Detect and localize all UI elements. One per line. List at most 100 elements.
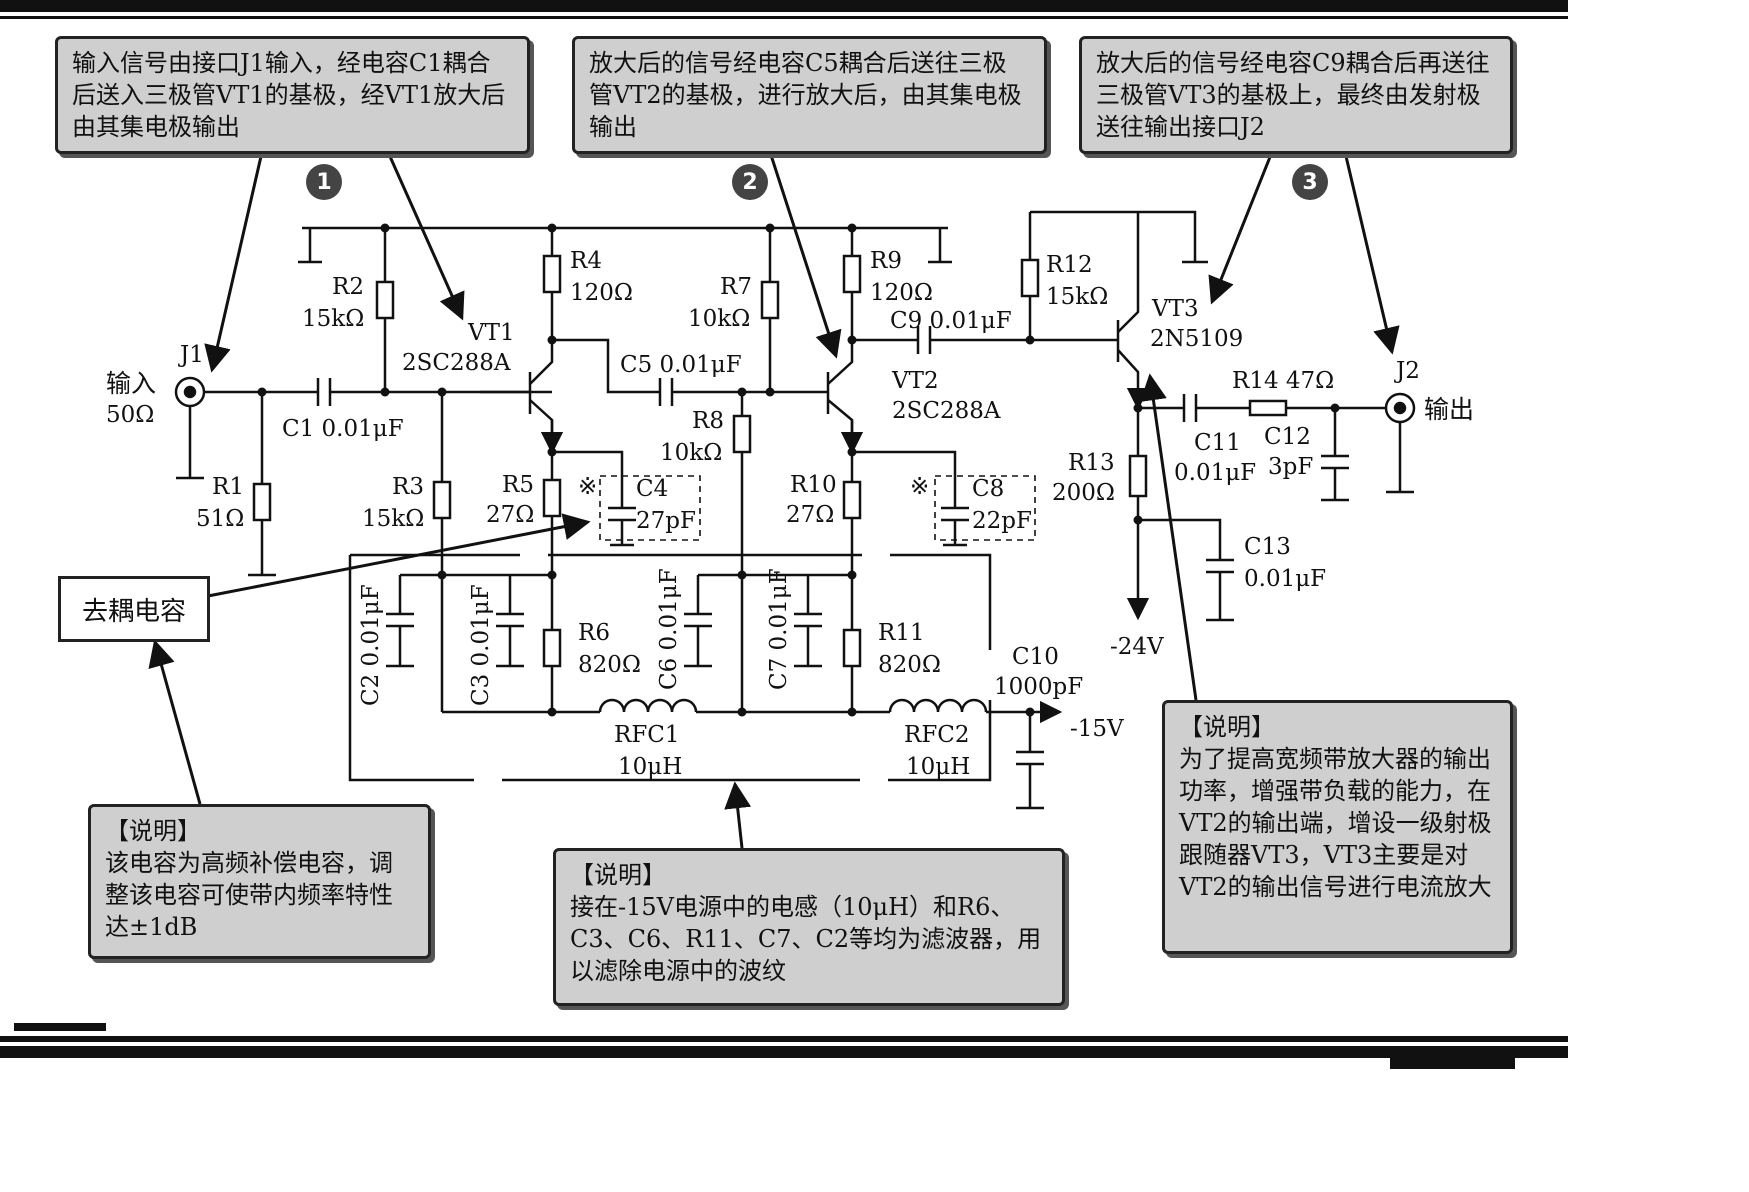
label-c8-mark: ※ [910,474,929,500]
label-c8: C8 [972,476,1004,502]
label-j2-output: 输出 [1424,395,1474,424]
label-c4: C4 [636,476,668,502]
label-r5-value: 27Ω [486,502,534,528]
resistor-r8 [732,392,752,712]
bottom-right-block [1390,1050,1515,1069]
label-c13: C13 [1244,534,1291,560]
component-labels: J1 输入 50Ω C1 0.01μF R1 51Ω R2 15kΩ R3 15… [106,248,1474,780]
transistor-vt3 [1116,212,1150,411]
callout-stage3-text: 放大后的信号经电容C9耦合后再送往三极管VT3的基极上，最终由发射极送往输出接口… [1096,49,1490,141]
callout-stage1-text: 输入信号由接口J1输入，经电容C1耦合后送入三极管VT1的基极，经VT1放大后由… [72,49,506,141]
label-c4-value: 27pF [636,508,696,534]
label-c11: C11 [1194,430,1241,456]
label-r2-value: 15kΩ [302,306,364,332]
label-r6: R6 [578,620,610,646]
callout-arrows [148,151,1400,849]
label-c5: C5 0.01μF [620,352,742,378]
capacitor-c8 [852,450,1036,547]
label-r9-value: 120Ω [870,280,933,306]
label-v15: -15V [1070,716,1124,742]
label-rfc1: RFC1 [614,722,680,748]
label-r11: R11 [878,620,925,646]
step-badge-2: 2 [732,164,768,200]
label-c12-value: 3pF [1268,454,1313,480]
junction-dots [257,223,1340,717]
circuit-schematic: J1 输入 50Ω C1 0.01μF R1 51Ω R2 15kΩ R3 15… [106,151,1474,849]
step-badge-3: 3 [1292,164,1328,200]
label-r3: R3 [392,474,424,500]
label-r12-value: 15kΩ [1046,284,1108,310]
label-r13-value: 200Ω [1052,480,1115,506]
callout-stage1: 输入信号由接口J1输入，经电容C1耦合后送入三极管VT1的基极，经VT1放大后由… [55,36,530,154]
label-v24: -24V [1110,634,1164,660]
label-c9: C9 0.01μF [890,308,1012,334]
capacitor-c13 [1138,518,1234,622]
label-r10: R10 [790,472,837,498]
note-compensation: 【说明】 该电容为高频补偿电容，调整该电容可使带内频率特性达±1dB [88,804,431,959]
label-r8-value: 10kΩ [660,440,722,466]
resistor-r14 [1248,399,1386,417]
label-vt2: VT2 [891,368,939,394]
note-filter-title: 【说明】 [570,861,666,889]
label-r6-value: 820Ω [578,652,641,678]
label-r2: R2 [332,274,364,300]
label-r8: R8 [692,408,724,434]
capacitor-c9 [916,326,1118,354]
label-c2: C2 0.01μF [358,584,384,706]
bottom-short-bar [14,1023,106,1031]
label-r14: R14 47Ω [1232,368,1334,394]
step-badge-1: 1 [306,164,342,200]
capacitor-c11 [1138,394,1250,422]
label-r1-value: 51Ω [196,506,244,532]
label-c7: C7 0.01μF [766,568,792,690]
resistor-r1 [248,392,276,577]
resistor-r13 [1126,408,1150,621]
capacitor-c4 [552,450,701,547]
label-c8-value: 22pF [972,508,1032,534]
resistor-r7 [760,228,780,392]
note-compensation-text: 该电容为高频补偿电容，调整该电容可使带内频率特性达±1dB [105,849,393,941]
note-emitter-follower: 【说明】 为了提高宽频带放大器的输出功率，增强带负载的能力，在VT2的输出端，增… [1162,700,1513,954]
label-vt1-type: 2SC288A [402,350,511,376]
callout-stage2-text: 放大后的信号经电容C5耦合后送往三极管VT2的基极，进行放大后，由其集电极输出 [589,49,1022,141]
resistor-r4 [542,228,660,394]
capacitor-c12 [1321,408,1349,502]
label-c4-mark: ※ [578,474,597,500]
label-vt1: VT1 [467,320,515,346]
decoupling-capacitor-label: 去耦电容 [58,576,210,642]
note-compensation-title: 【说明】 [105,817,201,845]
resistor-r10 [842,420,862,712]
resistor-r5 [542,420,562,712]
label-c3: C3 0.01μF [468,584,494,706]
transistor-vt2 [826,340,864,455]
label-vt3-type: 2N5109 [1150,326,1243,352]
label-vt3: VT3 [1151,296,1199,322]
label-c6: C6 0.01μF [656,568,682,690]
ground-rail [298,210,1208,264]
label-c1: C1 0.01μF [282,416,404,442]
note-emitter-follower-title: 【说明】 [1179,713,1275,741]
note-filter: 【说明】 接在-15V电源中的电感（10μH）和R6、C3、C6、R11、C7、… [553,848,1065,1006]
note-emitter-follower-text: 为了提高宽频带放大器的输出功率，增强带负载的能力，在VT2的输出端，增设一级射极… [1179,745,1492,901]
label-c10: C10 [1012,644,1059,670]
callout-stage2: 放大后的信号经电容C5耦合后送往三极管VT2的基极，进行放大后，由其集电极输出 [572,36,1047,154]
bottom-border-line [0,1036,1568,1042]
label-r3-value: 15kΩ [362,506,424,532]
label-rfc2-value: 10μH [906,754,970,780]
label-r10-value: 27Ω [786,502,834,528]
filter-network [348,553,1063,810]
circuit-diagram-page: J1 输入 50Ω C1 0.01μF R1 51Ω R2 15kΩ R3 15… [0,0,1568,1069]
jack-j1 [174,376,318,480]
top-border-line [0,16,1568,19]
label-rfc2: RFC2 [904,722,970,748]
label-r13: R13 [1068,450,1115,476]
label-c10-value: 1000pF [994,674,1083,700]
label-r1: R1 [212,474,244,500]
label-r5: R5 [502,472,534,498]
label-j1: J1 [178,342,204,368]
label-r9: R9 [870,248,902,274]
label-r11-value: 820Ω [878,652,941,678]
note-filter-text: 接在-15V电源中的电感（10μH）和R6、C3、C6、R11、C7、C2等均为… [570,893,1042,985]
label-r4: R4 [570,248,602,274]
callout-stage3: 放大后的信号经电容C9耦合后再送往三极管VT3的基极上，最终由发射极送往输出接口… [1079,36,1513,154]
